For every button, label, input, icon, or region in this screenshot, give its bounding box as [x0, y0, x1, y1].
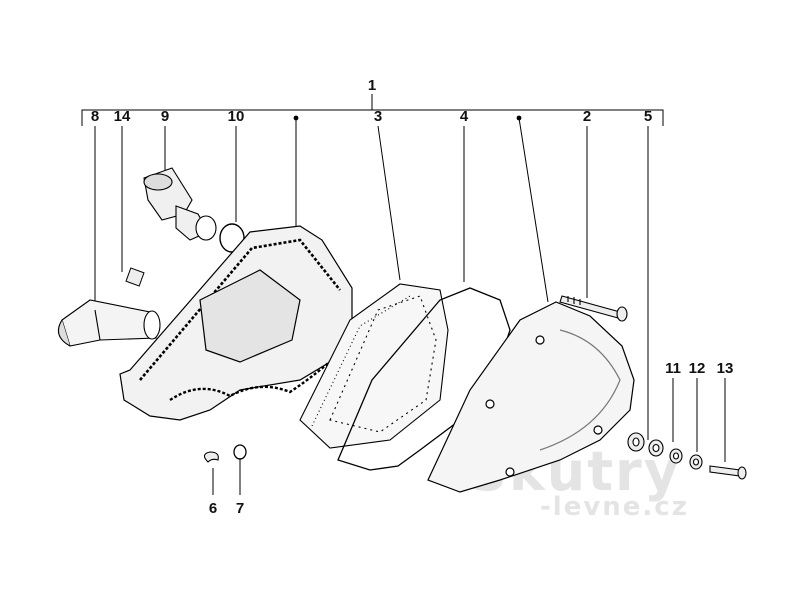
callout-12: 12 — [688, 360, 706, 377]
callout-6: 6 — [208, 500, 218, 517]
callout-3: 3 — [373, 108, 383, 125]
callout-2: 2 — [582, 108, 592, 125]
callout-11: 11 — [665, 360, 681, 377]
watermark-sub: -levne.cz — [540, 492, 689, 522]
part-5-grommet — [627, 432, 645, 452]
callout-7: 7 — [235, 500, 245, 517]
callout-9: 9 — [160, 108, 170, 125]
callout-13: 13 — [716, 360, 734, 377]
callout-8: 8 — [90, 108, 100, 125]
filter-cover — [427, 301, 635, 493]
part-2-long-screw — [559, 295, 628, 322]
part-6-clip — [203, 451, 219, 463]
part-12b-washer — [689, 454, 703, 470]
part-11-bushing — [648, 439, 664, 457]
callout-14: 14 — [113, 108, 131, 125]
callout-4: 4 — [459, 108, 469, 125]
callout-10: 10 — [227, 108, 245, 125]
part-7-spring-ring — [233, 444, 247, 460]
callout-1: 1 — [367, 77, 377, 94]
part-14-clip — [125, 267, 145, 287]
part-8-intake-elbow — [57, 299, 161, 347]
callout-5: 5 — [643, 108, 653, 125]
part-3-foam-element — [299, 283, 449, 449]
part-12-washer — [669, 448, 683, 464]
filter-housing — [119, 225, 353, 421]
part-9-duct — [143, 167, 217, 241]
part-13-screw — [709, 465, 747, 480]
